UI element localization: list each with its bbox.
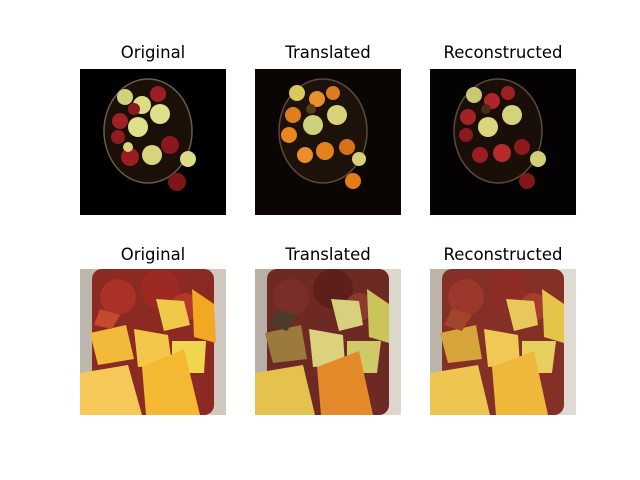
image-translated-oranges (255, 69, 401, 215)
panel-title-translated-2: Translated (285, 245, 371, 264)
panel-title-translated-1: Translated (285, 43, 371, 62)
panel-title-reconstructed-1: Reconstructed (443, 43, 563, 62)
image-reconstructed-citrus (430, 269, 576, 415)
panel-title-original-2: Original (120, 245, 186, 264)
image-original-citrus (80, 269, 226, 415)
image-reconstructed-apples (430, 69, 576, 215)
panel-title-original-1: Original (120, 43, 186, 62)
image-original-apples (80, 69, 226, 215)
image-translated-apples (255, 269, 401, 415)
panel-title-reconstructed-2: Reconstructed (443, 245, 563, 264)
